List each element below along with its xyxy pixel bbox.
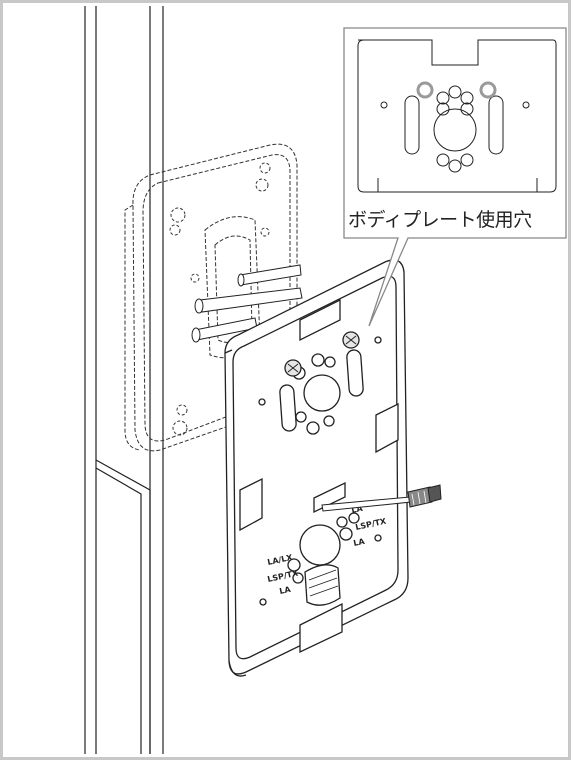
callout-label: ボディプレート使用穴	[348, 209, 532, 231]
callout-box	[343, 27, 567, 327]
spindle-rods	[191, 264, 303, 343]
body-plate	[224, 259, 409, 677]
label-la-right-top: LA	[351, 504, 365, 515]
door-frame	[84, 6, 164, 754]
lock-body-screws	[169, 162, 271, 436]
label-la-right: LA	[353, 537, 367, 548]
cable-connector	[321, 484, 442, 512]
label-la-left: LA	[279, 585, 293, 596]
callout-highlighted-holes	[416, 81, 497, 99]
callout-plate-detail	[357, 39, 557, 193]
